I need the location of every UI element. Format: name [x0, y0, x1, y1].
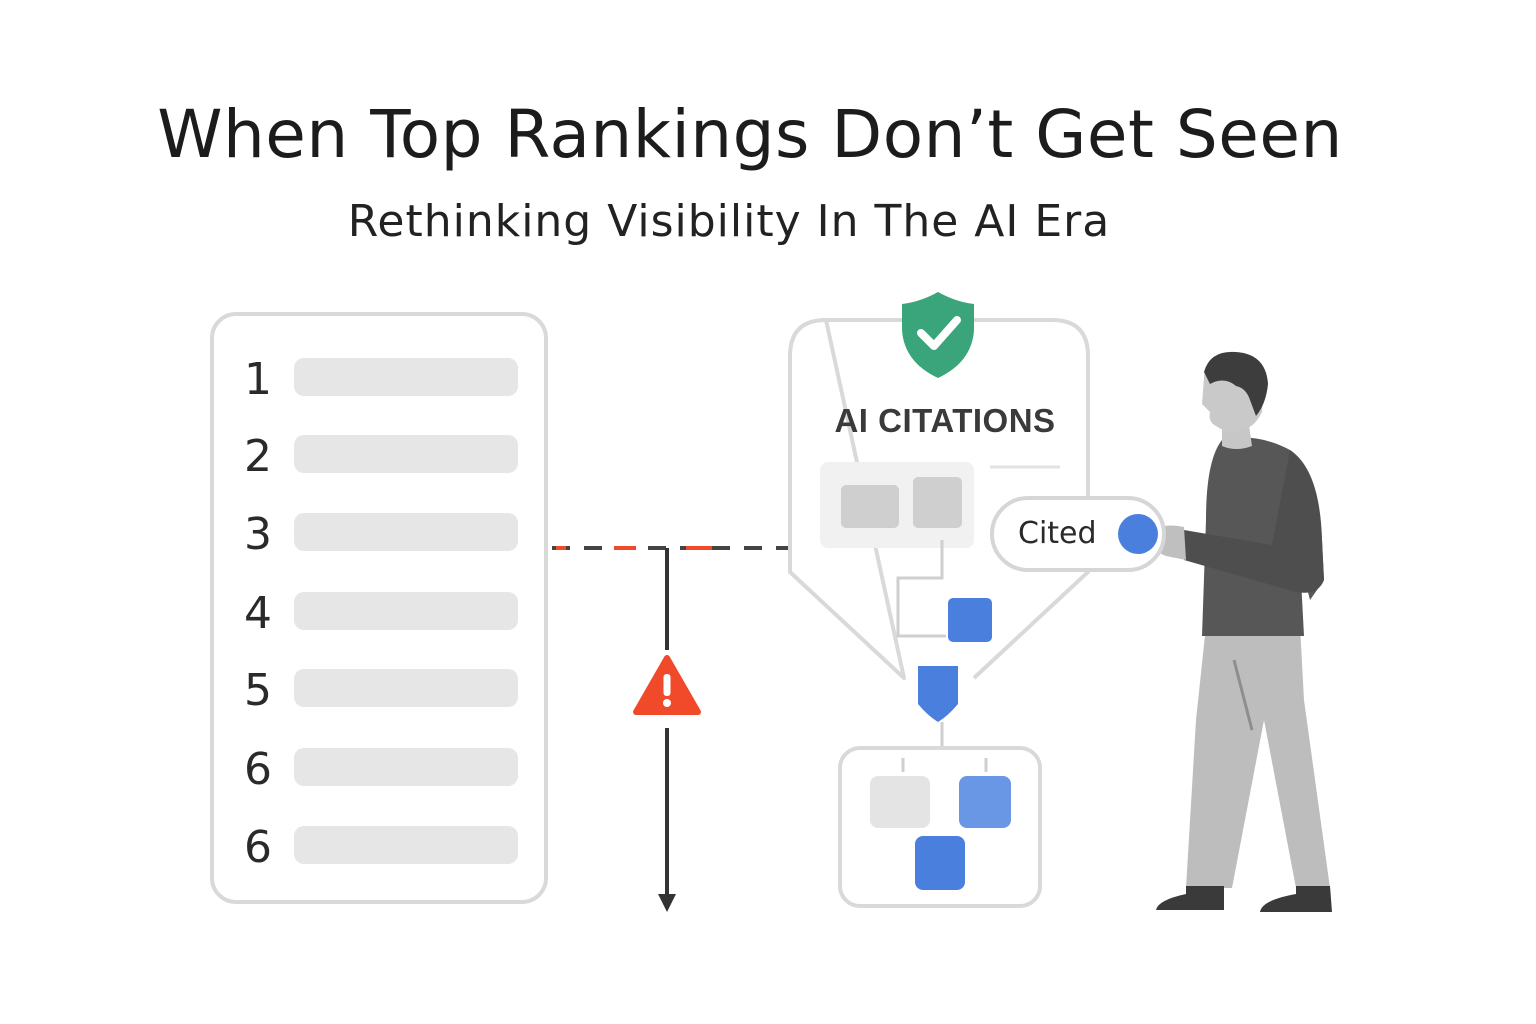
shield-check-icon	[902, 292, 974, 378]
rank-row-2: 2	[214, 431, 544, 482]
rank-number: 6	[244, 744, 272, 795]
warning-triangle-icon	[633, 655, 701, 715]
cited-pill: Cited	[990, 496, 1166, 572]
rank-number: 3	[244, 509, 272, 560]
rankings-list-card: 1 2 3 4 5 6 6	[210, 312, 548, 904]
citation-source-card	[820, 462, 1060, 548]
rank-row-3: 3	[214, 509, 544, 560]
rank-row-4: 4	[214, 588, 544, 639]
gray-output-block	[870, 776, 930, 828]
rank-number: 4	[244, 588, 272, 639]
rank-placeholder-bar	[294, 513, 518, 551]
cited-label: Cited	[1018, 516, 1097, 551]
rank-placeholder-bar	[294, 748, 518, 786]
down-arrow	[658, 548, 676, 912]
rank-number: 2	[244, 431, 272, 482]
rank-placeholder-bar	[294, 592, 518, 630]
page-subtitle: Rethinking Visibility In The AI Era	[347, 196, 1111, 247]
blue-output-block	[915, 836, 965, 890]
blue-output-block	[959, 776, 1011, 828]
blue-shield-badge	[918, 666, 958, 722]
rank-row-1: 1	[214, 354, 544, 405]
person-figure	[1150, 351, 1332, 912]
ai-citations-label: AI CITATIONS	[834, 402, 1056, 439]
rank-row-7: 6	[214, 822, 544, 873]
cited-indicator-dot	[1118, 514, 1158, 554]
rank-placeholder-bar	[294, 435, 518, 473]
rank-number: 6	[244, 822, 272, 873]
rank-placeholder-bar	[294, 826, 518, 864]
citation-tree-lines	[896, 540, 946, 638]
blue-node-block	[948, 598, 992, 642]
rank-number: 5	[244, 665, 272, 716]
rank-placeholder-bar	[294, 358, 518, 396]
rank-placeholder-bar	[294, 669, 518, 707]
rank-number: 1	[244, 354, 272, 405]
rank-row-6: 6	[214, 744, 544, 795]
rank-row-5: 5	[214, 665, 544, 716]
page-title: When Top Rankings Don’t Get Seen	[157, 96, 1343, 173]
